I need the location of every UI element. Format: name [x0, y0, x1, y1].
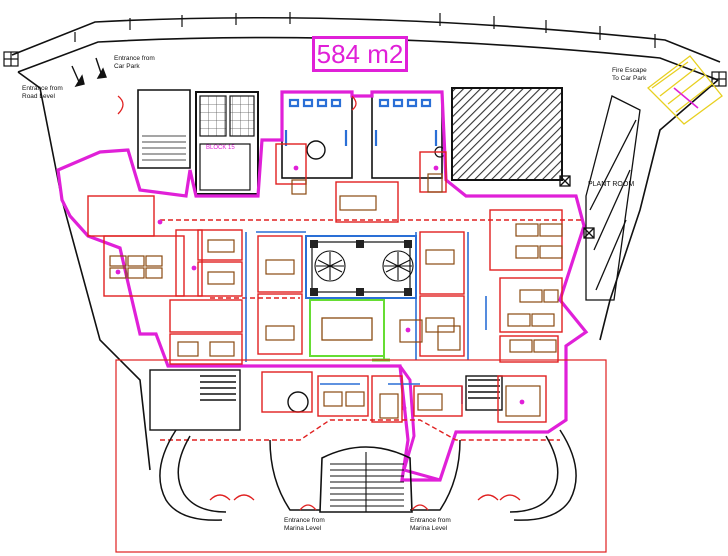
- block-label: BLOCK 15: [206, 145, 235, 151]
- block-15-core: [137, 89, 259, 195]
- façade-ticks: [74, 12, 656, 48]
- tenancy-boundary-lower: [398, 365, 441, 482]
- plant-icon: [314, 250, 414, 282]
- markers: [115, 165, 525, 411]
- entrance-marina-right-label: Entrance from Marina Level: [410, 517, 451, 532]
- label-line: Entrance from: [114, 55, 155, 62]
- label-line: Car Park: [114, 63, 140, 70]
- label-line: Entrance from: [284, 517, 325, 524]
- furniture: [109, 173, 563, 419]
- entrance-bays: [159, 429, 577, 521]
- hatched-core: [451, 87, 563, 181]
- label-line: Marina Level: [410, 525, 448, 532]
- building-outline: [11, 16, 721, 471]
- label-line: Entrance from: [410, 517, 451, 524]
- corner-column-left: [3, 51, 727, 87]
- entrance-road-label: Entrance from Road Level: [22, 85, 63, 100]
- entrance-car-park-label: Entrance from Car Park: [114, 55, 155, 70]
- fire-escape-label: Fire Escape To Car Park: [612, 67, 647, 82]
- entrance-marina-left-label: Entrance from Marina Level: [284, 517, 325, 532]
- fire-escape-zone: [647, 55, 723, 125]
- label-line: Fire Escape: [612, 67, 647, 74]
- green-meeting-room: [309, 299, 390, 362]
- door-swings: [117, 95, 521, 511]
- plant-room: [559, 95, 641, 301]
- plant-room-label: PLANT ROOM: [588, 181, 634, 188]
- label-line: Marina Level: [284, 525, 322, 532]
- grand-staircase: [319, 446, 413, 513]
- label-line: Road Level: [22, 93, 55, 100]
- tenancy-boundary: [56, 90, 589, 482]
- label-line: To Car Park: [612, 75, 647, 82]
- partitions: [87, 143, 584, 365]
- marina-level-extent: [115, 359, 607, 553]
- glazing: [245, 231, 487, 404]
- floor-area-label: 584 m2: [312, 36, 408, 72]
- entrance-arrows: [71, 57, 107, 88]
- lower-level: [149, 369, 560, 441]
- label-line: Entrance from: [22, 85, 63, 92]
- central-feature: [305, 235, 417, 299]
